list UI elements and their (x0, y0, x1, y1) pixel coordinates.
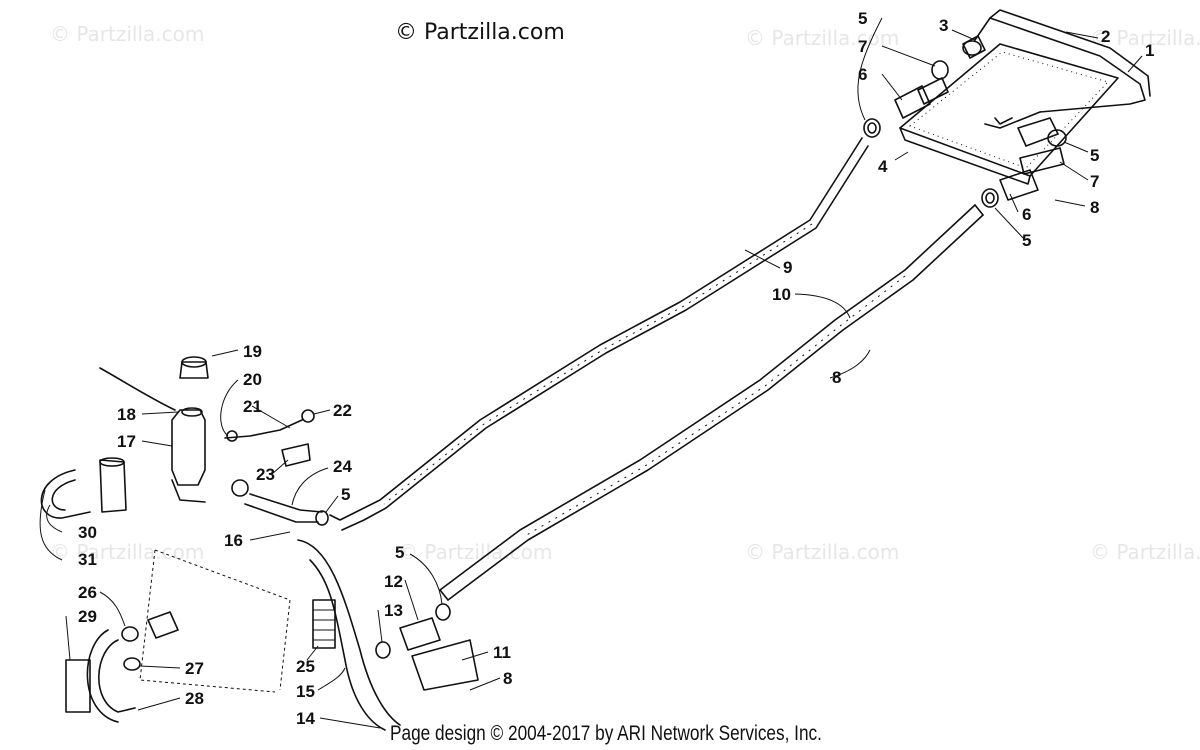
spring-hose (281, 443, 311, 467)
mounting-plate (411, 639, 479, 691)
upper-hose (231, 479, 329, 526)
watermark-top-mid: © Partzilla.com (745, 26, 900, 50)
rear-bumper (974, 9, 1151, 129)
heat-exchanger-right (439, 204, 984, 601)
callout-7b: 7 (1090, 172, 1099, 191)
filter (99, 457, 127, 513)
callout-19: 19 (243, 342, 262, 361)
heat-exchanger-left (329, 137, 869, 531)
callout-16: 16 (224, 531, 243, 550)
callout-6b: 6 (1022, 205, 1031, 224)
callout-labels: 1 2 3 4 5 7 6 5 7 6 8 5 9 10 8 19 20 21 … (78, 9, 1154, 728)
upper-coupler-set (863, 35, 986, 138)
callout-22: 22 (333, 401, 352, 420)
lower-hose (297, 539, 401, 731)
callout-1: 1 (1145, 41, 1154, 60)
vent-hose (99, 367, 176, 411)
callout-21: 21 (243, 397, 262, 416)
bottle-hose (224, 409, 315, 442)
thermostat-hose (86, 629, 141, 723)
callout-5d: 5 (341, 485, 350, 504)
callout-17: 17 (117, 432, 136, 451)
callout-27: 27 (185, 659, 204, 678)
callout-31: 31 (78, 550, 97, 569)
callout-20: 20 (243, 370, 262, 389)
watermark-top-left: © Partzilla.com (50, 22, 205, 46)
callout-5e: 5 (395, 543, 404, 562)
callout-3: 3 (939, 16, 948, 35)
heat-exchanger-plate (899, 43, 1119, 185)
coolant-bottle (171, 407, 206, 503)
watermark-mid-right: © Partzilla.com (745, 540, 900, 564)
callout-13: 13 (384, 601, 403, 620)
callout-23: 23 (256, 465, 275, 484)
callout-15: 15 (296, 682, 315, 701)
watermark-top-right: © Partzilla.com (1090, 26, 1200, 50)
callout-4: 4 (878, 157, 888, 176)
watermark-mid-center: © Partzilla.com (398, 540, 553, 564)
bracket (40, 469, 91, 519)
callout-8c: 8 (503, 669, 512, 688)
watermark-right: © Partzilla.com (1090, 540, 1200, 564)
callout-8a: 8 (1090, 198, 1099, 217)
leader-lines (39, 17, 1143, 729)
page-footer: Page design © 2004-2017 by ARI Network S… (390, 722, 822, 745)
callout-8b: 8 (832, 368, 841, 387)
callout-24: 24 (333, 457, 352, 476)
lower-coupling (375, 603, 451, 659)
callout-18: 18 (117, 405, 136, 424)
callout-30: 30 (78, 523, 97, 542)
callout-5c: 5 (1022, 231, 1031, 250)
callout-14: 14 (296, 709, 315, 728)
callout-9: 9 (783, 258, 792, 277)
callout-11: 11 (493, 643, 511, 662)
callout-2: 2 (1101, 27, 1110, 46)
callout-26: 26 (78, 583, 97, 602)
callout-5a: 5 (858, 9, 867, 28)
engine-outline (139, 549, 291, 693)
watermark-mid-left: © Partzilla.com (50, 540, 205, 564)
copyright-header: © Partzilla.com (395, 20, 565, 45)
callout-7a: 7 (858, 37, 867, 56)
callout-28: 28 (185, 689, 204, 708)
callout-10: 10 (772, 285, 791, 304)
bottle-cap (179, 356, 209, 379)
callout-25: 25 (296, 657, 315, 676)
spring (312, 599, 336, 649)
spring-29 (65, 659, 91, 713)
callout-12: 12 (384, 572, 403, 591)
callout-5b: 5 (1090, 146, 1099, 165)
callout-29: 29 (78, 607, 97, 626)
callout-6a: 6 (858, 65, 867, 84)
thermostat-housing (121, 611, 179, 642)
